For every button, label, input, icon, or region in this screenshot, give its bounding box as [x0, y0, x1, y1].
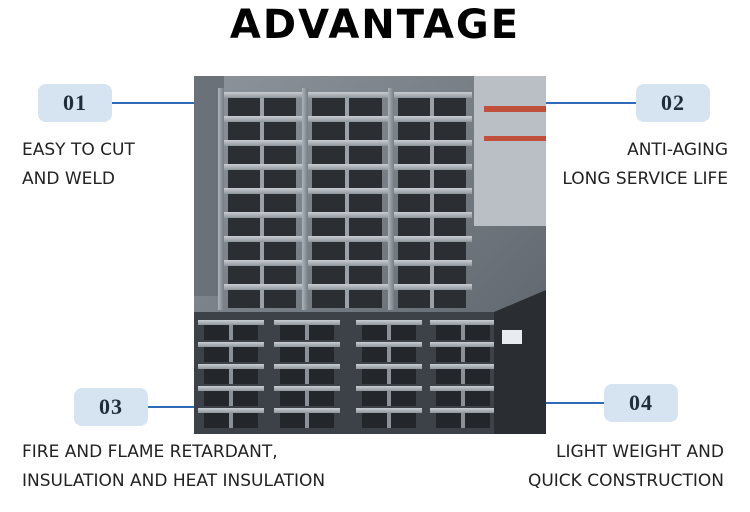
- connector-01: [112, 102, 196, 104]
- advantage-01-line-2: AND WELD: [22, 169, 115, 189]
- connector-03: [148, 406, 196, 408]
- advantage-01-line-1: EASY TO CUT: [22, 140, 135, 160]
- badge-03: 03: [74, 388, 148, 426]
- advantage-02-line-1: ANTI-AGING: [627, 140, 728, 160]
- advantage-02-line-2: LONG SERVICE LIFE: [562, 169, 728, 189]
- advantage-04-text: LIGHT WEIGHT AND QUICK CONSTRUCTION: [528, 438, 724, 496]
- advantage-02-text: ANTI-AGING LONG SERVICE LIFE: [562, 136, 728, 194]
- advantage-03-line-1: FIRE AND FLAME RETARDANT,: [22, 442, 278, 462]
- advantage-04-line-2: QUICK CONSTRUCTION: [527, 471, 724, 491]
- page-title: ADVANTAGE: [229, 2, 521, 48]
- badge-04: 04: [604, 384, 678, 422]
- connector-02: [546, 102, 636, 104]
- connector-04: [546, 402, 604, 404]
- badge-01: 01: [38, 84, 112, 122]
- advantage-03-text: FIRE AND FLAME RETARDANT, INSULATION AND…: [22, 438, 325, 496]
- advantage-01-text: EASY TO CUT AND WELD: [22, 136, 135, 194]
- advantage-04-line-1: LIGHT WEIGHT AND: [556, 442, 724, 462]
- advantage-03-line-2: INSULATION AND HEAT INSULATION: [22, 471, 326, 491]
- steel-beams-photo: [194, 76, 546, 434]
- badge-02: 02: [636, 84, 710, 122]
